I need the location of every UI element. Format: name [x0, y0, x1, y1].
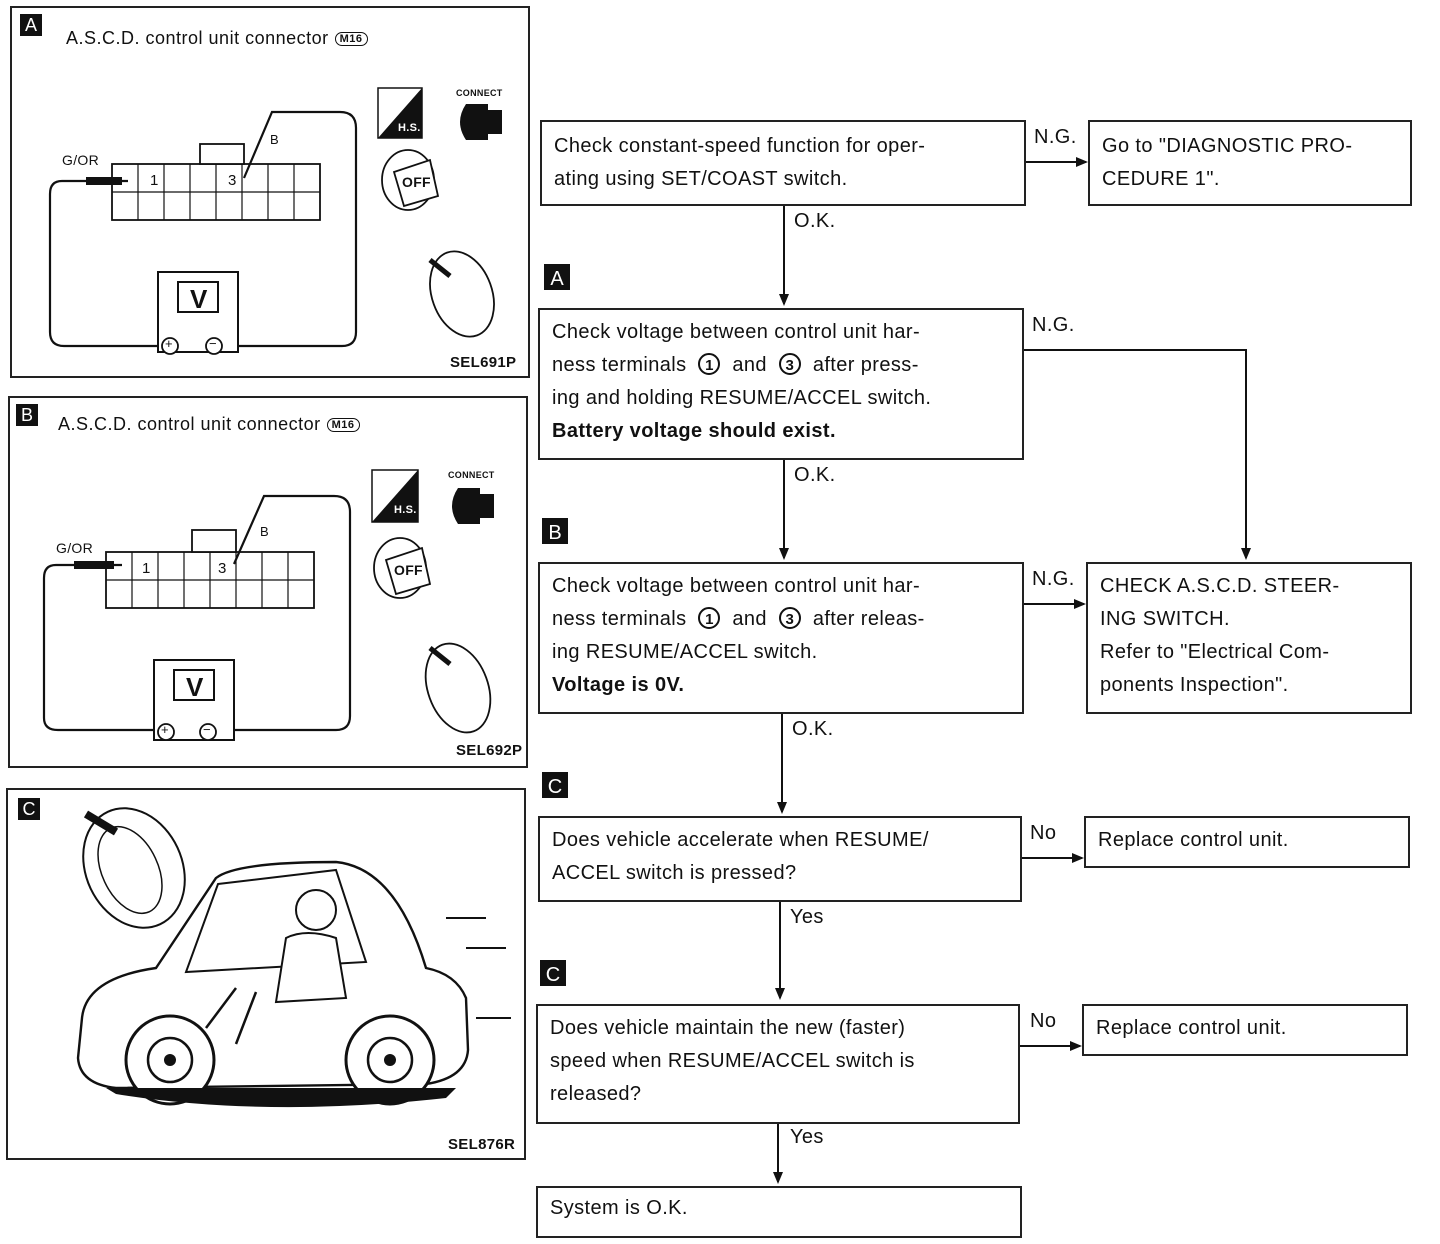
pin-3-label: 3: [218, 560, 227, 577]
ignition-off-label: OFF: [394, 562, 423, 578]
wire-left-label: G/OR: [56, 540, 93, 556]
no-label: No: [1030, 1010, 1057, 1032]
minus-terminal: −: [209, 336, 217, 351]
no-label: No: [1030, 822, 1057, 844]
yes-label: Yes: [790, 1126, 824, 1148]
ok-label: O.K.: [794, 210, 836, 232]
panel-b-circuit: [42, 469, 494, 741]
wire-right-label: B: [270, 132, 279, 147]
check-steering-switch-box: CHECK A.S.C.D. STEER- ING SWITCH. Refer …: [1086, 562, 1412, 714]
panel-a-circuit: [48, 87, 502, 355]
step-c-tag: C: [540, 960, 566, 986]
ng-label: N.G.: [1032, 568, 1075, 590]
ok-label: O.K.: [792, 718, 834, 740]
panel-c: C SEL876R: [6, 788, 526, 1160]
expected-result-text: Battery voltage should exist.: [552, 420, 836, 442]
minus-terminal: −: [203, 722, 211, 737]
plus-terminal: +: [161, 722, 169, 737]
panel-c-code: SEL876R: [448, 1136, 516, 1153]
terminal-3-badge: 3: [778, 607, 801, 629]
step-check-voltage-released: Check voltage between control unit har- …: [538, 562, 1024, 714]
panel-b-tag: B: [16, 404, 38, 426]
voltmeter-label: V: [186, 672, 204, 702]
terminal-1-badge: 1: [698, 353, 721, 375]
step-check-voltage-pressed: Check voltage between control unit har- …: [538, 308, 1024, 460]
ok-label: O.K.: [794, 464, 836, 486]
step-maintain-speed-question: Does vehicle maintain the new (faster) s…: [536, 1004, 1020, 1124]
go-to-diagnostic-procedure-box: Go to "DIAGNOSTIC PRO- CEDURE 1".: [1088, 120, 1412, 206]
replace-control-unit-box: Replace control unit.: [1082, 1004, 1408, 1056]
wire-left-label: G/OR: [62, 152, 99, 168]
system-ok-box: System is O.K.: [536, 1186, 1022, 1238]
wire-right-label: B: [260, 524, 269, 539]
connect-label: CONNECT: [456, 88, 503, 98]
plus-terminal: +: [165, 336, 173, 351]
ng-label: N.G.: [1032, 314, 1075, 336]
step-check-constant-speed: Check constant-speed function for oper- …: [540, 120, 1026, 206]
voltmeter-label: V: [190, 284, 208, 314]
connect-label: CONNECT: [448, 470, 495, 480]
hs-label: H.S.: [394, 504, 417, 516]
step-c-tag: C: [542, 772, 568, 798]
connector-code-badge: M16: [334, 32, 368, 46]
panel-a-code: SEL691P: [450, 354, 517, 371]
expected-result-text: Voltage is 0V.: [552, 674, 685, 696]
terminal-1-badge: 1: [698, 607, 721, 629]
terminal-3-badge: 3: [778, 353, 801, 375]
ng-label: N.G.: [1034, 126, 1077, 148]
pin-3-label: 3: [228, 172, 237, 189]
hs-label: H.S.: [398, 122, 421, 134]
panel-b-code: SEL692P: [456, 742, 523, 759]
step-a-tag: A: [544, 264, 570, 290]
ignition-off-label: OFF: [402, 174, 431, 190]
pin-1-label: 1: [150, 172, 159, 189]
replace-control-unit-box: Replace control unit.: [1084, 816, 1410, 868]
panel-c-tag: C: [18, 798, 40, 820]
step-b-tag: B: [542, 518, 568, 544]
pin-1-label: 1: [142, 560, 151, 577]
connector-code-badge: M16: [326, 418, 360, 432]
step-accelerate-question: Does vehicle accelerate when RESUME/ ACC…: [538, 816, 1022, 902]
car-driver-illustration: [76, 807, 511, 1108]
panel-a-tag: A: [20, 14, 42, 36]
yes-label: Yes: [790, 906, 824, 928]
